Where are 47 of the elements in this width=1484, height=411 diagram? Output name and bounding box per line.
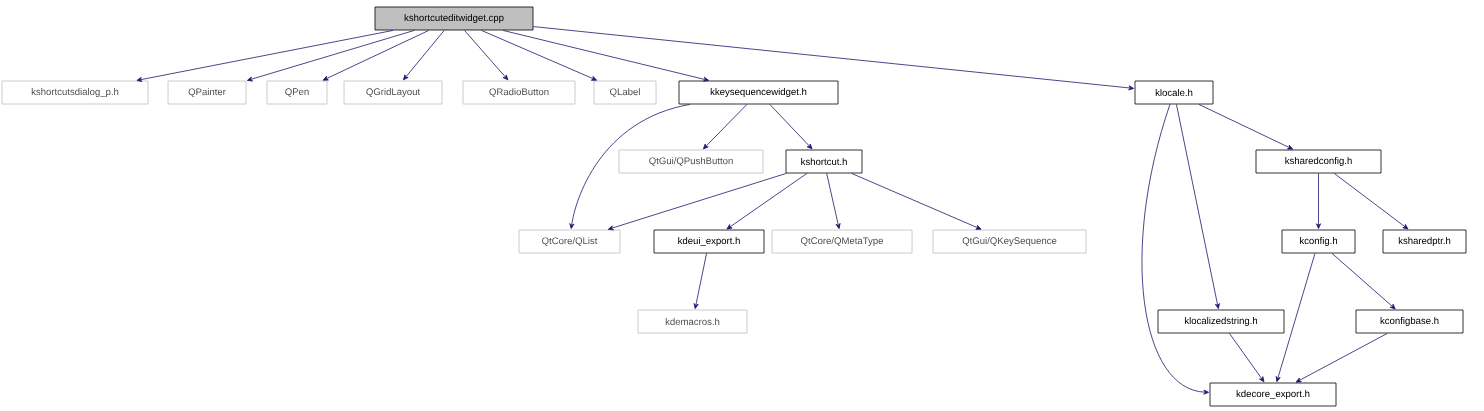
arrow (1141, 104, 1209, 395)
source-file-box: kshortcuteditwidget.cpp (374, 6, 534, 31)
header-file-box: klocalizedstring.h (1157, 309, 1285, 334)
arrow (851, 173, 982, 230)
header-file-box: kdecore_export.h (1209, 382, 1337, 407)
arrow (569, 104, 691, 229)
arrow (1198, 104, 1294, 150)
arrow (481, 30, 597, 81)
arrow (826, 173, 841, 229)
arrow (136, 30, 394, 82)
header-file-box: QRadioButton (462, 80, 576, 105)
arrow (1229, 333, 1265, 383)
header-file-box: QLabel (593, 80, 657, 105)
arrow (702, 104, 748, 150)
header-file-box: kdeui_export.h (653, 229, 765, 254)
arrow (726, 173, 808, 230)
arrow (769, 104, 813, 150)
header-file-box: QGridLayout (343, 80, 443, 105)
arrow (1316, 173, 1321, 229)
arrow (533, 26, 1134, 91)
header-file-box: kshortcut.h (785, 149, 863, 174)
arrow (1331, 253, 1396, 310)
header-file-box: klocale.h (1134, 80, 1214, 105)
header-file-box: kshortcutsdialog_p.h (1, 80, 149, 105)
arrow (1333, 173, 1409, 230)
header-file-box: kkeysequencewidget.h (678, 80, 839, 105)
header-file-box: QtCore/QList (518, 229, 621, 254)
arrow (693, 253, 707, 309)
header-file-box: kconfigbase.h (1355, 309, 1464, 334)
header-file-box: ksharedptr.h (1382, 229, 1467, 254)
arrow (502, 30, 709, 82)
header-file-box: QtGui/QPushButton (618, 149, 764, 174)
arrow (1176, 104, 1220, 309)
header-file-box: QPen (266, 80, 328, 105)
arrow (403, 30, 445, 81)
arrow (464, 30, 509, 81)
arrow (607, 173, 787, 231)
arrow (322, 30, 430, 81)
arrow (1295, 333, 1388, 383)
header-file-box: QPainter (167, 80, 247, 105)
arrow (1275, 253, 1316, 383)
header-file-box: kdemacros.h (637, 309, 748, 334)
header-file-box: kconfig.h (1281, 229, 1356, 254)
header-file-box: QtCore/QMetaType (771, 229, 913, 254)
arrow (247, 30, 415, 82)
header-file-box: QtGui/QKeySequence (932, 229, 1087, 254)
header-file-box: ksharedconfig.h (1255, 149, 1382, 174)
